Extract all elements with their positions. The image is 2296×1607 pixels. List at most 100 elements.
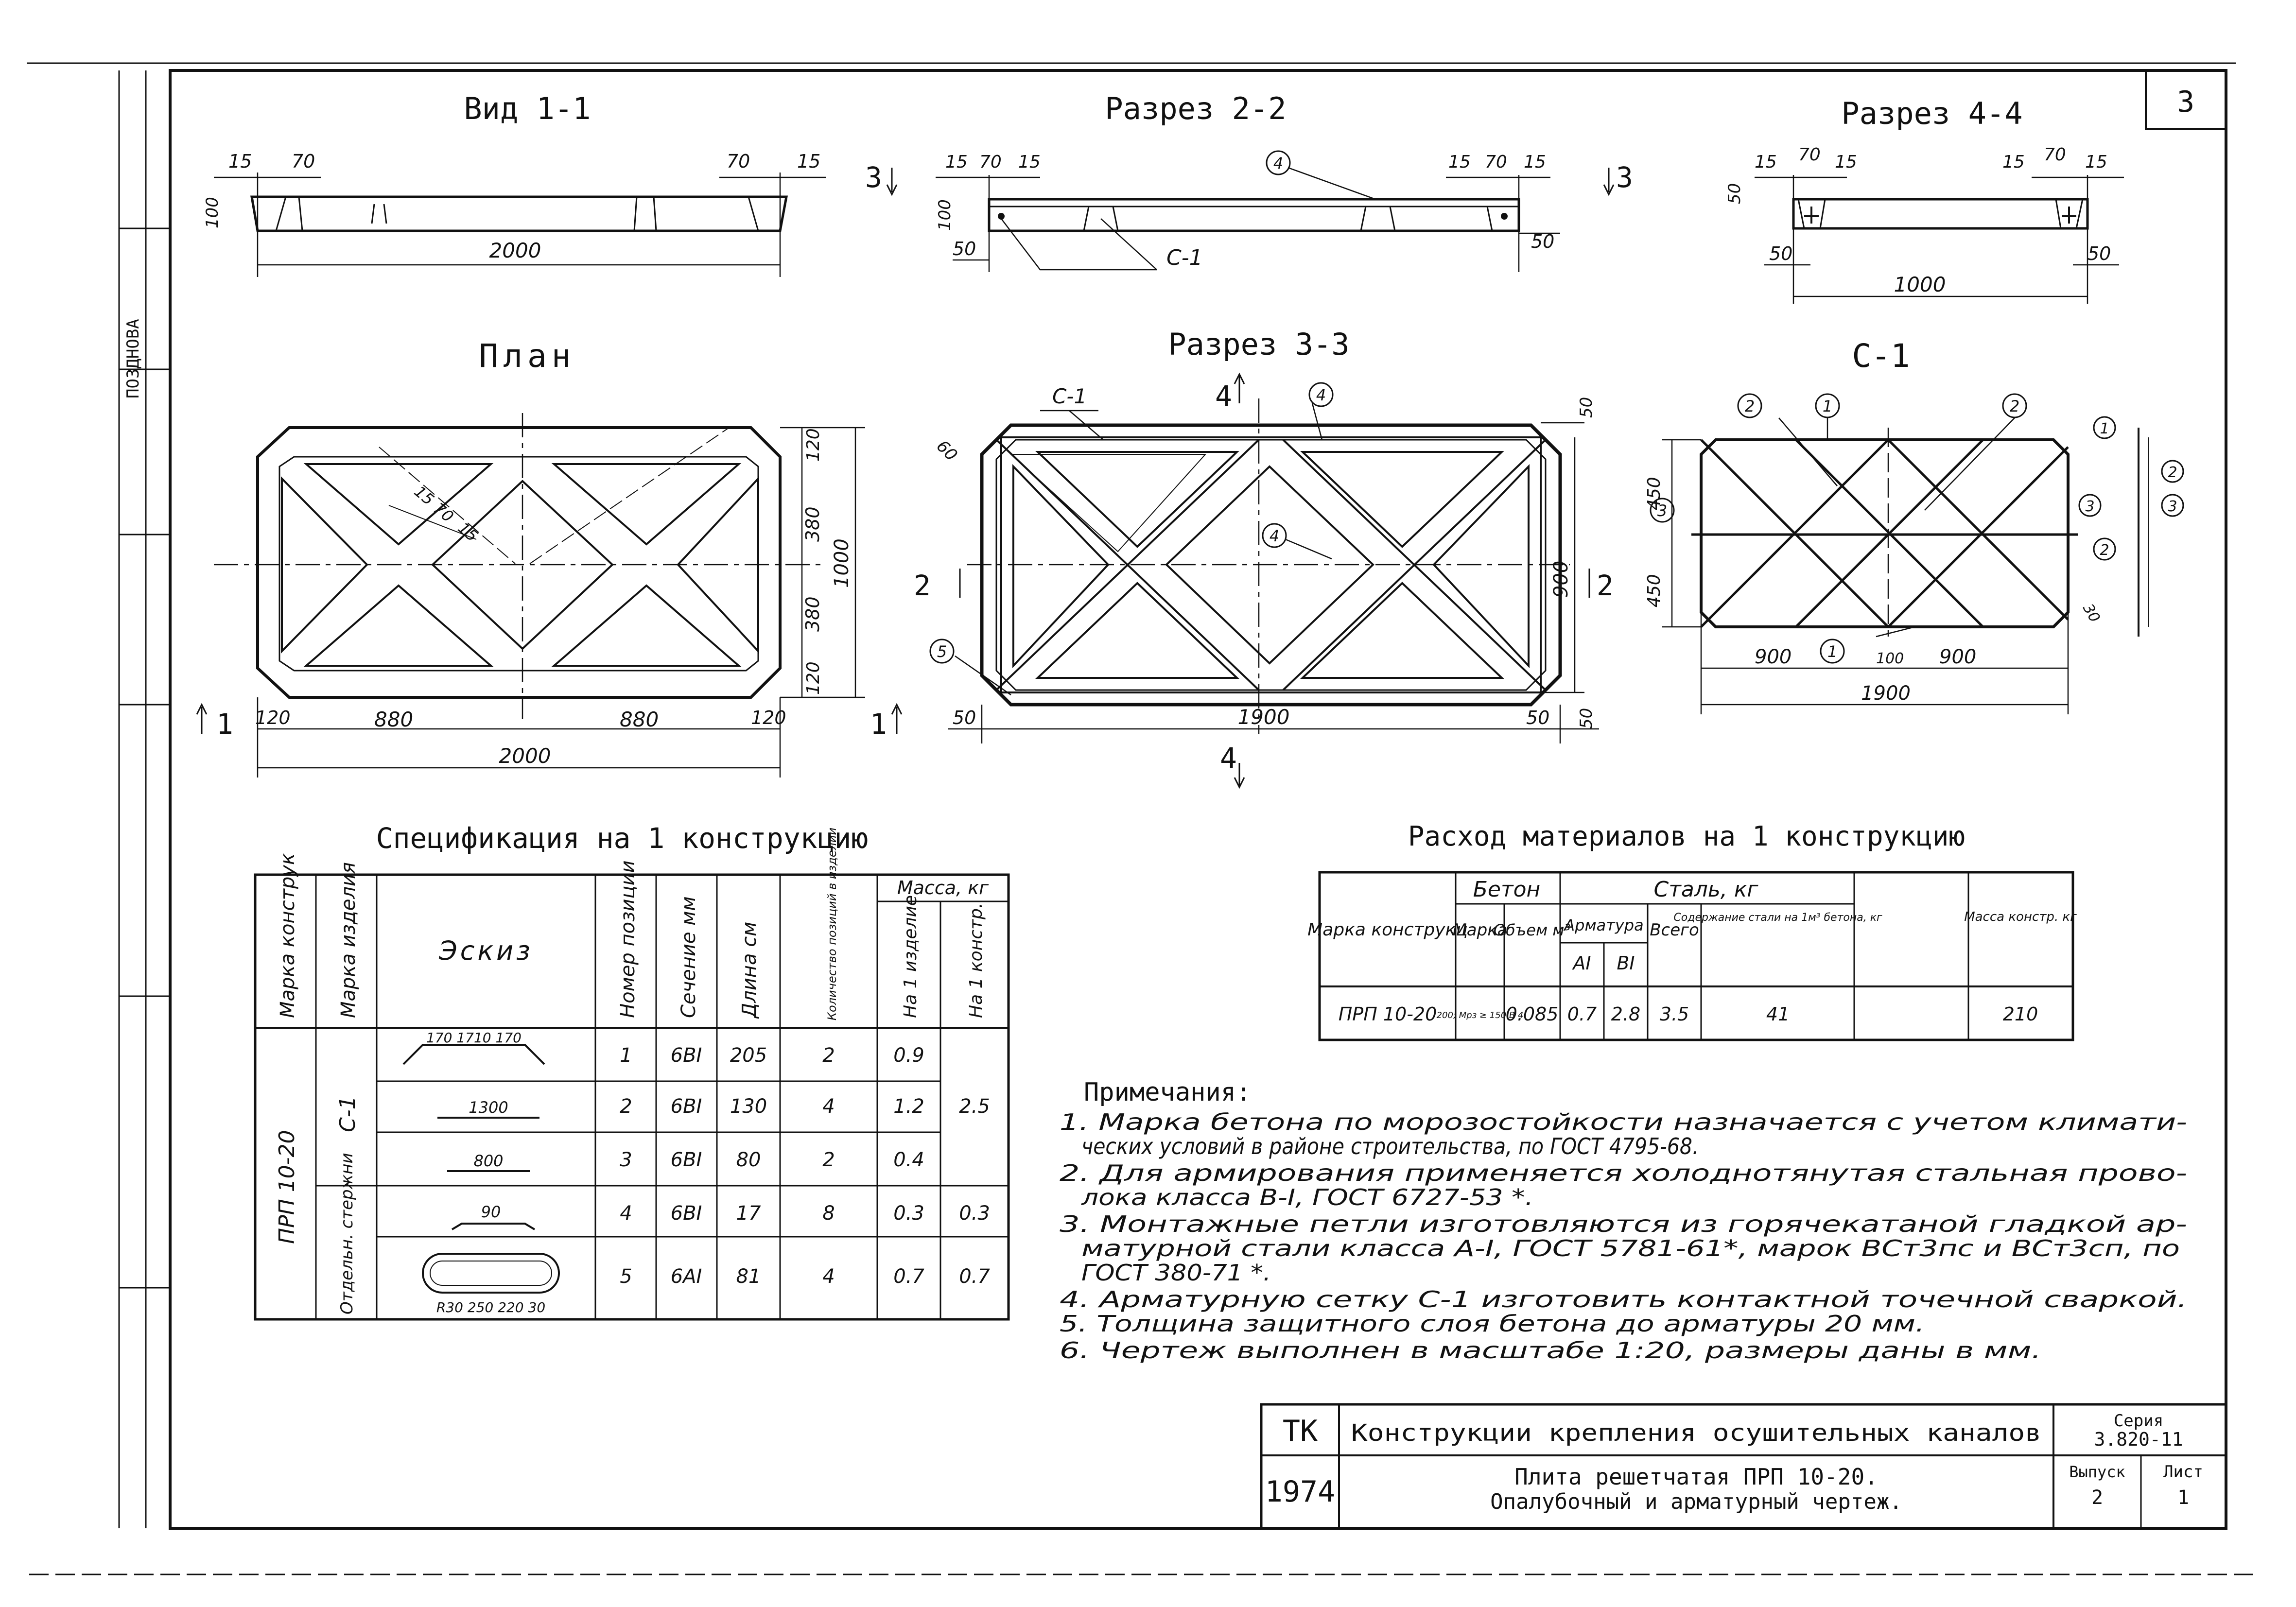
mesh-callout-3-side: 3	[2168, 498, 2177, 515]
cut-1-left: 1	[216, 708, 233, 741]
spec-row-2-section: 6BI	[671, 1095, 702, 1118]
note-line-2: ческих условий в районе строительства, п…	[1081, 1133, 1699, 1159]
dim-4-4-top-right-3: 15	[2085, 152, 2107, 172]
dim-2-2-top-right-3: 15	[1524, 152, 1546, 172]
section-2-2-mesh-label: С-1	[1166, 245, 1203, 270]
spec-row-5-section: 6AI	[671, 1265, 702, 1288]
spec-row-1-qty: 2	[822, 1044, 835, 1067]
spec-row-3-length: 80	[736, 1149, 761, 1171]
spec-row-2-qty: 4	[822, 1095, 835, 1118]
note-line-5: 3. Монтажные петли изготовляются из горя…	[1060, 1211, 2187, 1237]
title-block-issue: 2	[2091, 1486, 2103, 1509]
section-2-2-title: Разрез 2-2	[1105, 91, 1286, 126]
spec-header-marka-konstr: Марка конструк	[277, 853, 299, 1018]
spec-header-dlina: Длина см	[738, 922, 761, 1019]
callout-3-3-pos-5: 5	[937, 642, 947, 661]
dim-1-1-right-b: 15	[797, 151, 820, 172]
spec-marka-izd-rods: Отдельн. стержни	[337, 1153, 357, 1314]
spec-table-title: Спецификация на 1 конструкцию	[376, 822, 869, 855]
spec-table-grid	[254, 873, 1010, 1321]
spec-header-kolvo: Количество позиций в изделии	[825, 828, 839, 1020]
materials-row-soderzh: 41	[1766, 1003, 1790, 1025]
spec-marka-konstr-value: ПРП 10-20	[275, 1130, 299, 1244]
dim-plan-bottom-2: 880	[374, 708, 413, 731]
spec-row-4-sketch-label: 90	[481, 1203, 501, 1221]
materials-header-marka: Марка конструкц	[1307, 920, 1468, 940]
dim-c1-left-bottom: 450	[1644, 574, 1664, 607]
title-block-list: 1	[2177, 1486, 2189, 1509]
spec-row-1-mass: 0.9	[893, 1044, 924, 1067]
dim-4-4-length: 1000	[1894, 273, 1946, 296]
dim-4-4-top-left-1: 15	[1755, 152, 1777, 172]
dim-2-2-top-left-2: 70	[979, 152, 1002, 172]
side-stamp: ПОЗДНОВА	[123, 319, 143, 398]
materials-row-vsego: 3.5	[1660, 1003, 1689, 1025]
section-3-3-mesh-label: С-1	[1052, 384, 1087, 408]
dim-1-1-height: 100	[203, 197, 222, 228]
dim-3-3-top-right: 50	[1577, 397, 1596, 418]
title-block-sheet-name-2: Опалубочный и арматурный чертеж.	[1490, 1489, 1902, 1514]
dim-plan-bottom-4: 120	[751, 707, 786, 728]
spec-row-3-pos: 3	[620, 1149, 632, 1171]
note-line-10: 6. Чертеж выполнен в масштабе 1:20, разм…	[1060, 1337, 2041, 1364]
dim-4-4-top-left-2: 70	[1798, 145, 1821, 165]
cut-3-right: 3	[1616, 161, 1633, 194]
materials-table-title: Расход материалов на 1 конструкцию	[1408, 821, 1965, 852]
dim-1-1-left-a: 15	[228, 151, 252, 172]
cut-2-right: 2	[1597, 569, 1614, 602]
dim-2-2-bottom-right: 50	[1531, 231, 1554, 252]
spec-row-2-sketch-label: 1300	[469, 1098, 508, 1117]
page-number: 3	[2177, 85, 2194, 119]
dim-plan-right-3: 380	[802, 596, 823, 632]
spec-row-1-sketch-label: 170 1710 170	[426, 1030, 522, 1046]
dim-4-4-bottom-right: 50	[2087, 243, 2111, 264]
dim-1-1-left-b: 70	[292, 151, 315, 172]
sheet-frame	[27, 62, 2260, 1575]
spec-row-3-sketch-label: 800	[473, 1152, 503, 1170]
spec-row-5-qty: 4	[822, 1265, 835, 1288]
plan-view: План	[214, 337, 865, 778]
spec-row-5-sketch-label: R30 250 220 30	[436, 1299, 545, 1315]
title-block-series: 3.820-11	[2094, 1429, 2183, 1450]
materials-header-stal: Сталь, кг	[1653, 877, 1758, 902]
dim-3-3-right-bottom: 50	[1577, 708, 1596, 729]
plan-title: План	[479, 337, 576, 375]
note-line-1: 1. Марка бетона по морозостойкости назна…	[1060, 1109, 2187, 1135]
mesh-callout-1-bottom: 1	[1827, 642, 1837, 661]
materials-header-vsego: Всего	[1650, 920, 1699, 940]
spec-row-3-section: 6BI	[671, 1149, 702, 1171]
mesh-callout-2-top-right: 2	[2010, 397, 2019, 415]
cut-4-bottom: 4	[1220, 742, 1237, 775]
spec-header-massa: Масса, кг	[897, 877, 989, 899]
spec-row-1-section: 6BI	[671, 1044, 702, 1067]
materials-row-massa: 210	[2003, 1003, 2038, 1025]
spec-header-eskiz: Эскиз	[438, 935, 533, 966]
mesh-callout-3-right: 3	[2085, 498, 2094, 515]
spec-row-2-mass: 1.2	[893, 1095, 924, 1118]
dim-c1-bottom-left: 900	[1755, 646, 1792, 668]
spec-header-na-konstr: На 1 констр.	[966, 903, 986, 1018]
section-3-3: Разрез 3-3	[929, 327, 1599, 789]
note-line-4: лока класса В-I, ГОСТ 6727-53 *.	[1081, 1184, 1533, 1210]
spec-row-5-pos: 5	[620, 1265, 632, 1288]
dim-4-4-height: 50	[1725, 183, 1744, 204]
spec-header-sechenie: Сечение мм	[678, 896, 700, 1018]
dim-plan-bottom-3: 880	[620, 708, 659, 731]
title-block-year: 1974	[1265, 1475, 1336, 1509]
spec-row-1-length: 205	[730, 1044, 767, 1067]
materials-header-soderzh: Содержание стали на 1м³ бетона, кг	[1673, 912, 1882, 924]
spec-row-2-pos: 2	[620, 1095, 632, 1118]
dim-c1-left-top: 450	[1644, 477, 1664, 510]
materials-row-marka: ПРП 10-20	[1339, 1003, 1437, 1025]
mesh-callout-2-top-left: 2	[1745, 397, 1755, 415]
spec-row-4-section: 6BI	[671, 1202, 702, 1225]
materials-header-armatura: Арматура	[1563, 916, 1643, 934]
title-block-org: ТК	[1283, 1414, 1318, 1448]
dim-4-4-top-right-1: 15	[2002, 152, 2025, 172]
mesh-callout-1-top: 1	[1823, 397, 1832, 415]
dim-3-3-corner: 60	[933, 436, 961, 465]
dim-3-3-bottom-left: 50	[953, 707, 976, 728]
dim-3-3-total: 1900	[1238, 705, 1290, 729]
dim-2-2-top-left-1: 15	[945, 152, 968, 172]
